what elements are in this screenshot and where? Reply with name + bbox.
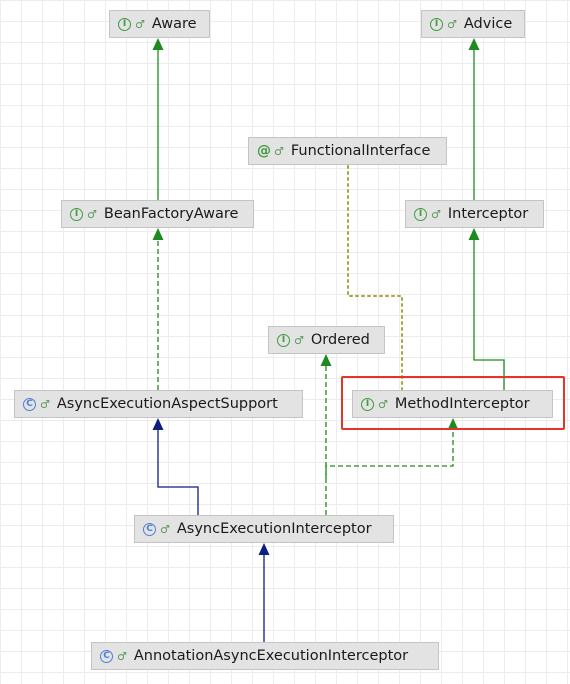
node-bean-factory-aware[interactable]: I ♂ BeanFactoryAware	[61, 200, 254, 228]
node-method-interceptor[interactable]: I ♂ MethodInterceptor	[352, 390, 553, 418]
interface-icon: I	[414, 207, 427, 221]
edge-beanfactoryaware-to-aware	[152, 38, 164, 200]
node-advice[interactable]: I ♂ Advice	[421, 10, 525, 38]
interface-icon: I	[430, 17, 443, 31]
node-async-execution-interceptor[interactable]: C ♂ AsyncExecutionInterceptor	[134, 515, 394, 543]
edge-asyncinterceptor-to-ordered	[320, 354, 332, 515]
arrowhead	[152, 38, 164, 50]
class-icon: C	[100, 649, 113, 663]
node-label: Interceptor	[447, 206, 529, 222]
arrowhead	[258, 543, 270, 555]
node-label: Ordered	[310, 332, 370, 348]
arrowhead	[468, 228, 480, 240]
edge-methodinterceptor-to-functional	[347, 164, 403, 391]
visibility-icon: ♂	[378, 397, 388, 411]
edge-line	[347, 164, 403, 391]
node-async-execution-aspect-support[interactable]: C ♂ AsyncExecutionAspectSupport	[14, 390, 303, 418]
arrowhead	[152, 418, 164, 430]
arrowhead	[320, 354, 332, 366]
arrowhead	[152, 228, 164, 240]
edge-line	[325, 430, 454, 478]
node-label: Advice	[463, 16, 513, 32]
interface-icon: I	[70, 207, 83, 221]
edge-asyncinterceptor-to-methodinterceptor	[325, 418, 459, 478]
visibility-icon: ♂	[135, 17, 145, 31]
node-interceptor[interactable]: I ♂ Interceptor	[405, 200, 544, 228]
annotation-icon: @	[257, 142, 271, 159]
visibility-icon: ♂	[431, 207, 441, 221]
node-label: AnnotationAsyncExecutionInterceptor	[133, 648, 409, 664]
edge-asyncinterceptor-to-aspectsupport	[152, 418, 199, 515]
interface-icon: I	[277, 333, 290, 347]
visibility-icon: ♂	[294, 333, 304, 347]
edge-methodinterceptor-to-interceptor	[468, 228, 505, 390]
class-icon: C	[143, 522, 156, 536]
node-label: FunctionalInterface	[290, 143, 431, 159]
edge-line	[157, 430, 199, 515]
edge-line	[473, 240, 505, 390]
node-functional-interface[interactable]: @ ♂ FunctionalInterface	[248, 137, 447, 165]
interface-icon: I	[361, 397, 374, 411]
visibility-icon: ♂	[117, 649, 127, 663]
edge-aspectsupport-to-beanfactoryaware	[152, 228, 164, 390]
node-label: AsyncExecutionAspectSupport	[56, 396, 278, 412]
edge-interceptor-to-advice	[468, 38, 480, 200]
node-annotation-async-execution-interceptor[interactable]: C ♂ AnnotationAsyncExecutionInterceptor	[91, 642, 439, 670]
node-label: Aware	[151, 16, 197, 32]
node-ordered[interactable]: I ♂ Ordered	[268, 326, 385, 354]
node-label: AsyncExecutionInterceptor	[176, 521, 372, 537]
arrowhead	[447, 418, 459, 430]
node-label: BeanFactoryAware	[103, 206, 239, 222]
highlight-box	[341, 376, 565, 430]
node-label: MethodInterceptor	[394, 396, 530, 412]
visibility-icon: ♂	[447, 17, 457, 31]
visibility-icon: ♂	[160, 522, 170, 536]
visibility-icon: ♂	[87, 207, 97, 221]
class-icon: C	[23, 397, 36, 411]
visibility-icon: ♂	[274, 144, 284, 158]
interface-icon: I	[118, 17, 131, 31]
arrowhead	[468, 38, 480, 50]
node-aware[interactable]: I ♂ Aware	[109, 10, 210, 38]
edge-annotationinterceptor-to-asyncinterceptor	[258, 543, 270, 642]
visibility-icon: ♂	[40, 397, 50, 411]
